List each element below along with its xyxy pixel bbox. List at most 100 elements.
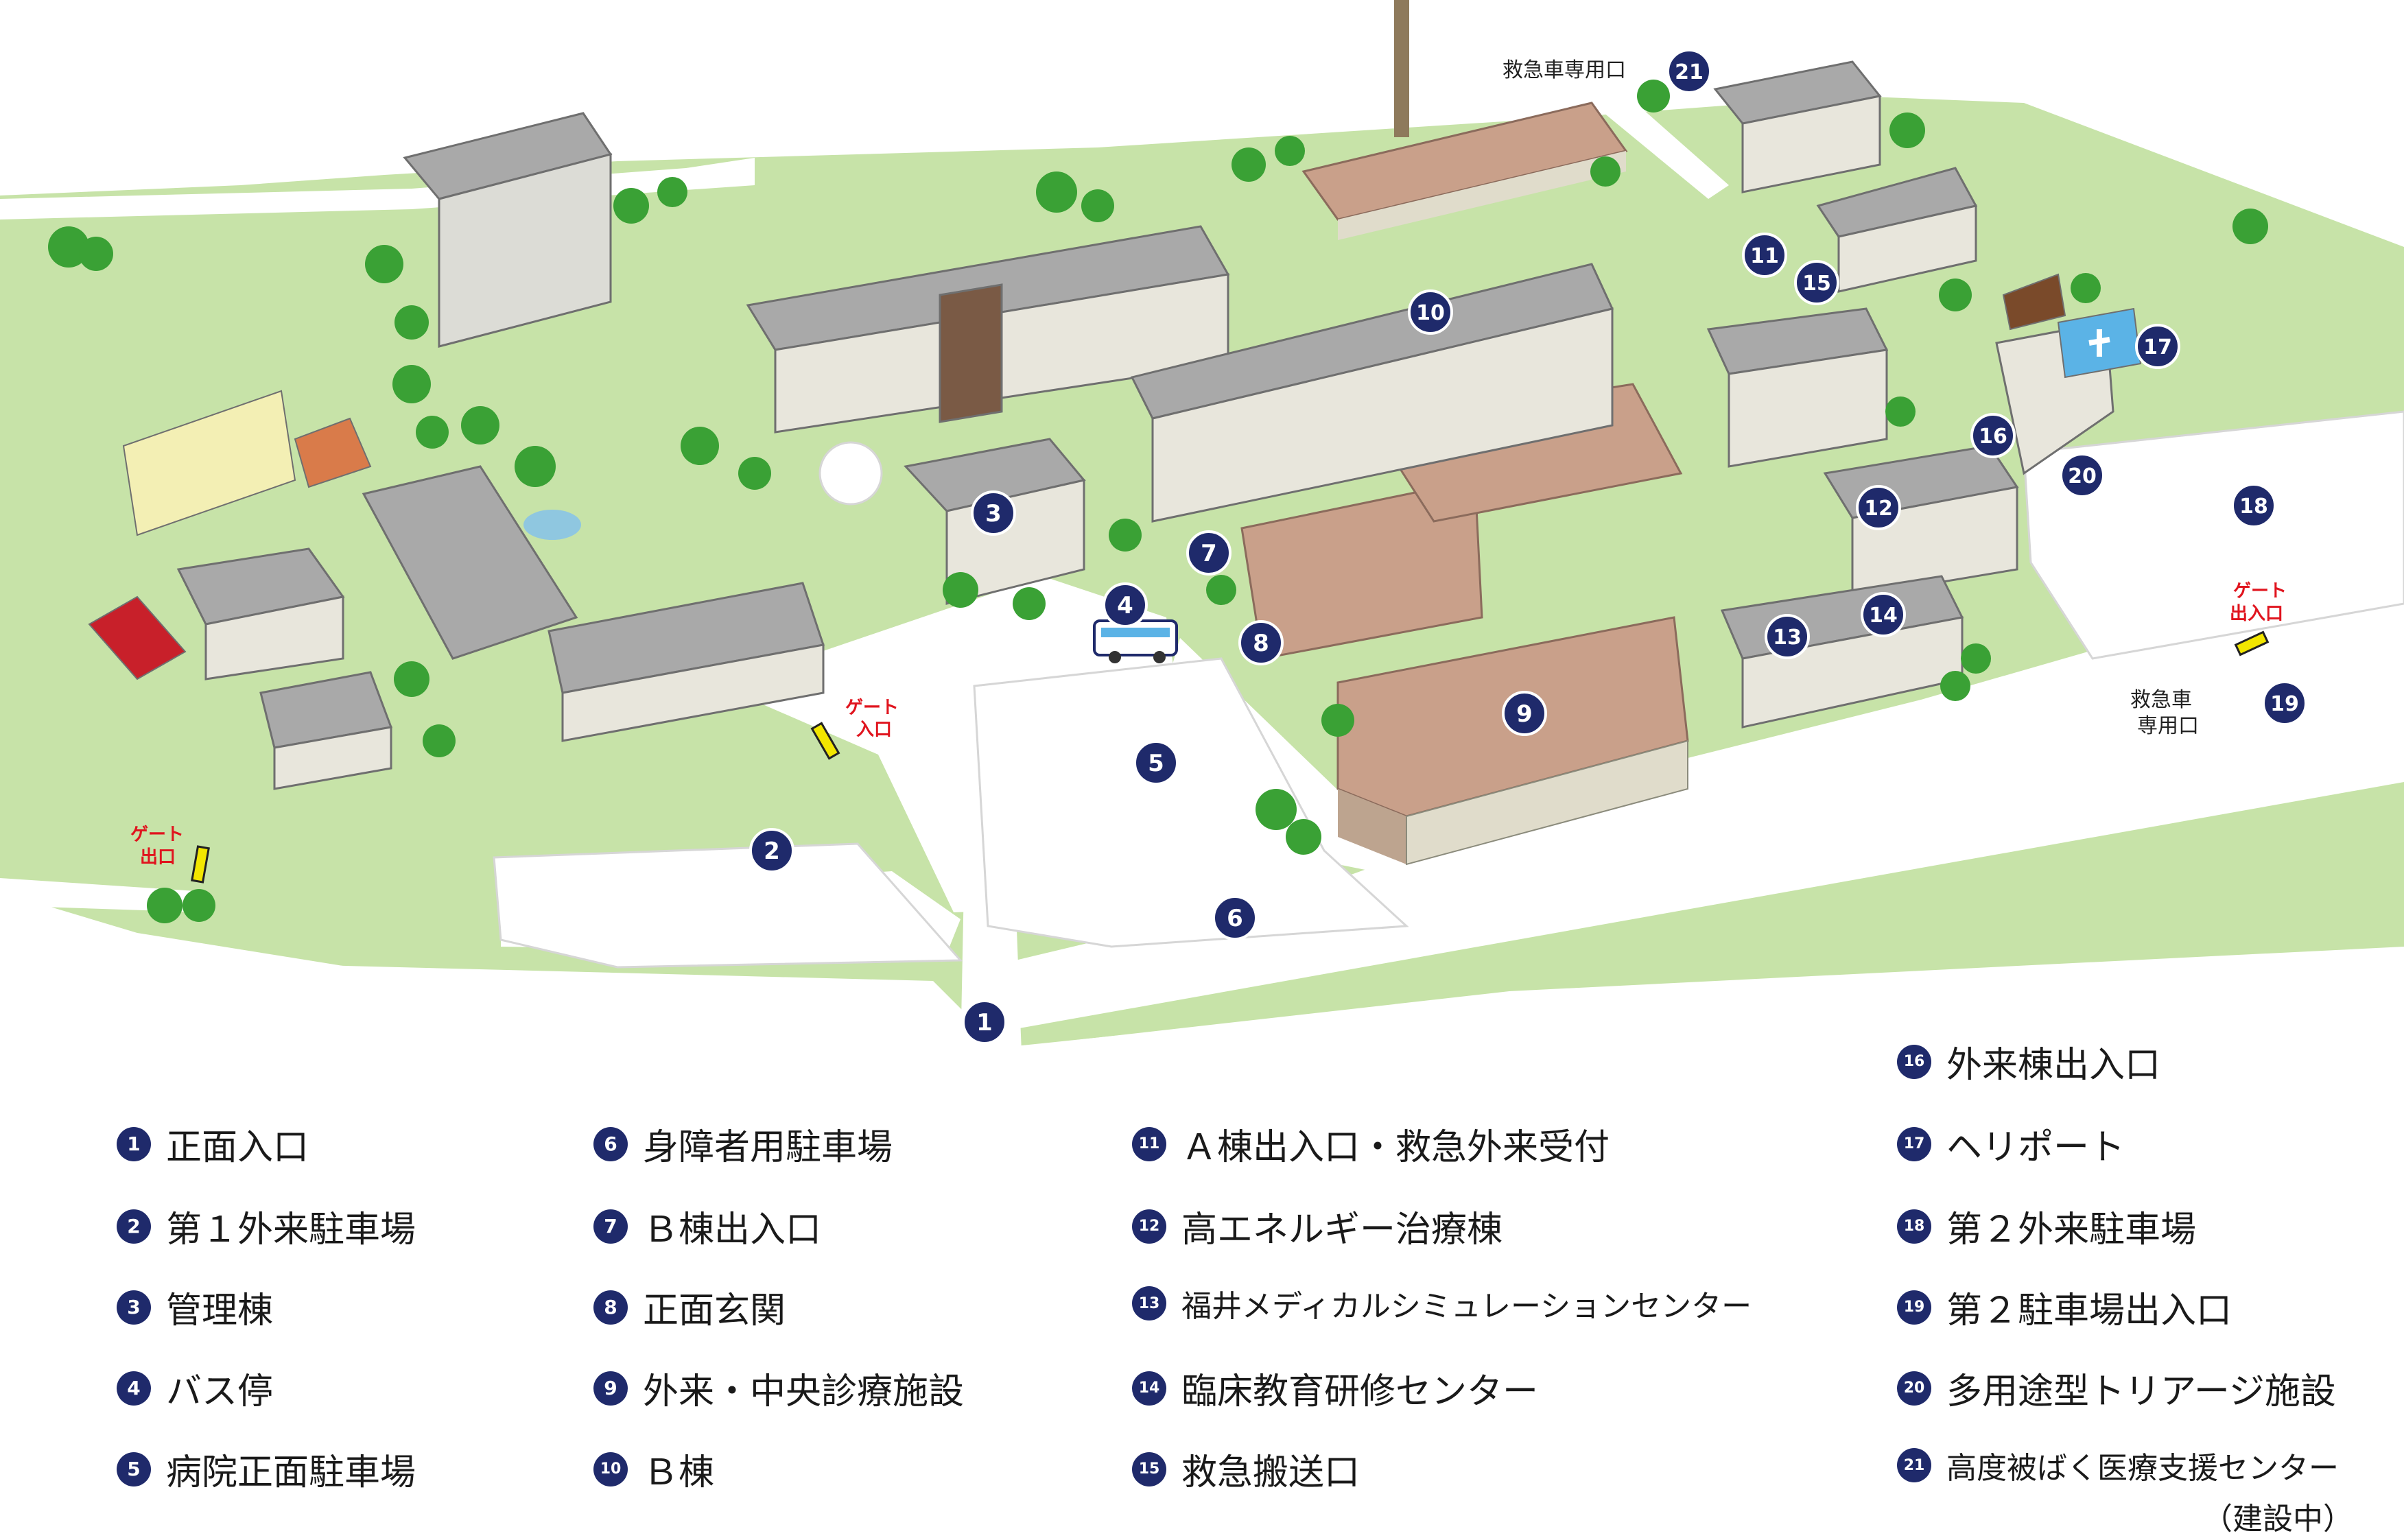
marker-10[interactable]: 10 [1408, 289, 1453, 335]
legend-label-17: ヘリポート [1946, 1127, 2125, 1168]
label-gate-exit-2: 出口 [140, 847, 176, 868]
label-gate-inout-2: 出入口 [2230, 604, 2283, 624]
bus-icon [1093, 619, 1178, 663]
legend-item-7: 7 Ｂ棟出入口 [593, 1200, 821, 1252]
legend-label-7: Ｂ棟出入口 [643, 1209, 822, 1251]
marker-16[interactable]: 16 [1970, 413, 2016, 458]
marker-9[interactable]: 9 [1502, 691, 1547, 736]
legend-number-10: 10 [593, 1452, 628, 1486]
legend-item-11: 11 Ａ棟出入口・救急外来受付 [1132, 1118, 1610, 1170]
legend-label-3: 管理棟 [166, 1290, 274, 1331]
legend-number-11: 11 [1132, 1126, 1166, 1161]
legend-number-5: 5 [117, 1452, 151, 1486]
marker-20-number: 20 [2068, 464, 2097, 488]
legend-item-4: 4 バス停 [117, 1362, 273, 1414]
legend-number-18: 18 [1897, 1209, 1931, 1244]
legend-label-15: 救急搬送口 [1181, 1452, 1360, 1493]
marker-9-number: 9 [1516, 700, 1533, 728]
marker-19[interactable]: 19 [2262, 680, 2307, 726]
marker-4-number: 4 [1117, 592, 1133, 619]
marker-5[interactable]: 5 [1133, 740, 1179, 785]
legend-number-8: 8 [593, 1290, 628, 1325]
marker-11[interactable]: 11 [1742, 233, 1787, 278]
marker-2-number: 2 [764, 838, 780, 865]
legend-label-6: 身障者用駐車場 [643, 1127, 893, 1168]
legend-label-2: 第１外来駐車場 [166, 1209, 416, 1251]
colored-roofs [88, 273, 2142, 680]
legend-number-19: 19 [1897, 1290, 1931, 1325]
legend-item-20: 20 多用途型トリアージ施設 [1897, 1362, 2336, 1414]
marker-6[interactable]: 6 [1212, 895, 1258, 940]
marker-6-number: 6 [1227, 905, 1243, 932]
legend-label-10: Ｂ棟 [643, 1452, 715, 1493]
legend-number-13: 13 [1132, 1286, 1166, 1320]
marker-11-number: 11 [1750, 244, 1779, 268]
marker-3[interactable]: 3 [971, 490, 1016, 536]
legend-label-19: 第２駐車場出入口 [1946, 1290, 2232, 1331]
label-gate-exit-1: ゲート [130, 825, 184, 845]
marker-12[interactable]: 12 [1856, 485, 1901, 530]
legend-label-5: 病院正面駐車場 [166, 1452, 416, 1493]
marker-20[interactable]: 20 [2060, 453, 2105, 498]
legend-item-3: 3 管理棟 [117, 1281, 273, 1333]
legend-number-4: 4 [117, 1371, 151, 1406]
legend-label-8: 正面玄関 [643, 1290, 786, 1331]
legend-number-7: 7 [593, 1209, 628, 1244]
marker-4[interactable]: 4 [1103, 582, 1148, 628]
legend-label-18: 第２外来駐車場 [1946, 1209, 2197, 1251]
legend-label-4: バス停 [166, 1371, 274, 1412]
legend-number-17: 17 [1897, 1126, 1931, 1161]
marker-7[interactable]: 7 [1186, 530, 1232, 576]
legend-item-17: 17 ヘリポート [1897, 1118, 2125, 1170]
legend-label-1: 正面入口 [166, 1127, 309, 1168]
label-ambulance-entry-right-1: 救急車 [2130, 688, 2192, 712]
legend-item-5: 5 病院正面駐車場 [117, 1443, 416, 1495]
gate-boxes [191, 630, 2270, 884]
label-gate-inout-1: ゲート [2233, 581, 2287, 602]
marker-18-number: 18 [2239, 495, 2268, 519]
marker-15[interactable]: 15 [1794, 260, 1839, 305]
marker-10-number: 10 [1416, 301, 1445, 325]
marker-8[interactable]: 8 [1238, 620, 1284, 665]
legend-label-16: 外来棟出入口 [1946, 1045, 2161, 1086]
legend-number-3: 3 [117, 1290, 151, 1325]
legend-label-13: 福井メディカルシミュレーションセンター [1181, 1289, 1752, 1324]
legend-label-12: 高エネルギー治療棟 [1181, 1209, 1503, 1251]
label-gate-entrance-2: 入口 [856, 720, 892, 740]
marker-8-number: 8 [1253, 630, 1269, 657]
marker-3-number: 3 [985, 500, 1002, 528]
marker-17-number: 17 [2143, 335, 2172, 359]
marker-14-number: 14 [1869, 604, 1898, 628]
legend-label-20: 多用途型トリアージ施設 [1946, 1371, 2336, 1412]
marker-1[interactable]: 1 [962, 999, 1007, 1045]
parking-lots [493, 410, 2404, 969]
marker-21[interactable]: 21 [1666, 49, 1712, 94]
label-ambulance-entry-top: 救急車専用口 [1502, 58, 1626, 82]
buildings [176, 0, 2114, 790]
marker-18[interactable]: 18 [2231, 483, 2276, 528]
pond [523, 510, 581, 540]
marker-13-number: 13 [1773, 626, 1802, 650]
legend-number-20: 20 [1897, 1371, 1931, 1406]
marker-13[interactable]: 13 [1765, 614, 1810, 659]
marker-2[interactable]: 2 [749, 828, 794, 873]
building-top-brown [1301, 102, 1628, 240]
legend-item-10: 10 Ｂ棟 [593, 1443, 714, 1495]
marker-14[interactable]: 14 [1861, 592, 1906, 637]
legend-note: （建設中） [2202, 1502, 2353, 1537]
legend-label-21: 高度被ばく医療支援センター [1946, 1451, 2339, 1486]
marker-21-number: 21 [1675, 60, 1704, 84]
trees [48, 80, 2268, 923]
legend-item-18: 18 第２外来駐車場 [1897, 1200, 2196, 1252]
marker-16-number: 16 [1979, 425, 2007, 449]
marker-17[interactable]: 17 [2135, 324, 2180, 369]
legend-label-11: Ａ棟出入口・救急外来受付 [1181, 1127, 1610, 1168]
